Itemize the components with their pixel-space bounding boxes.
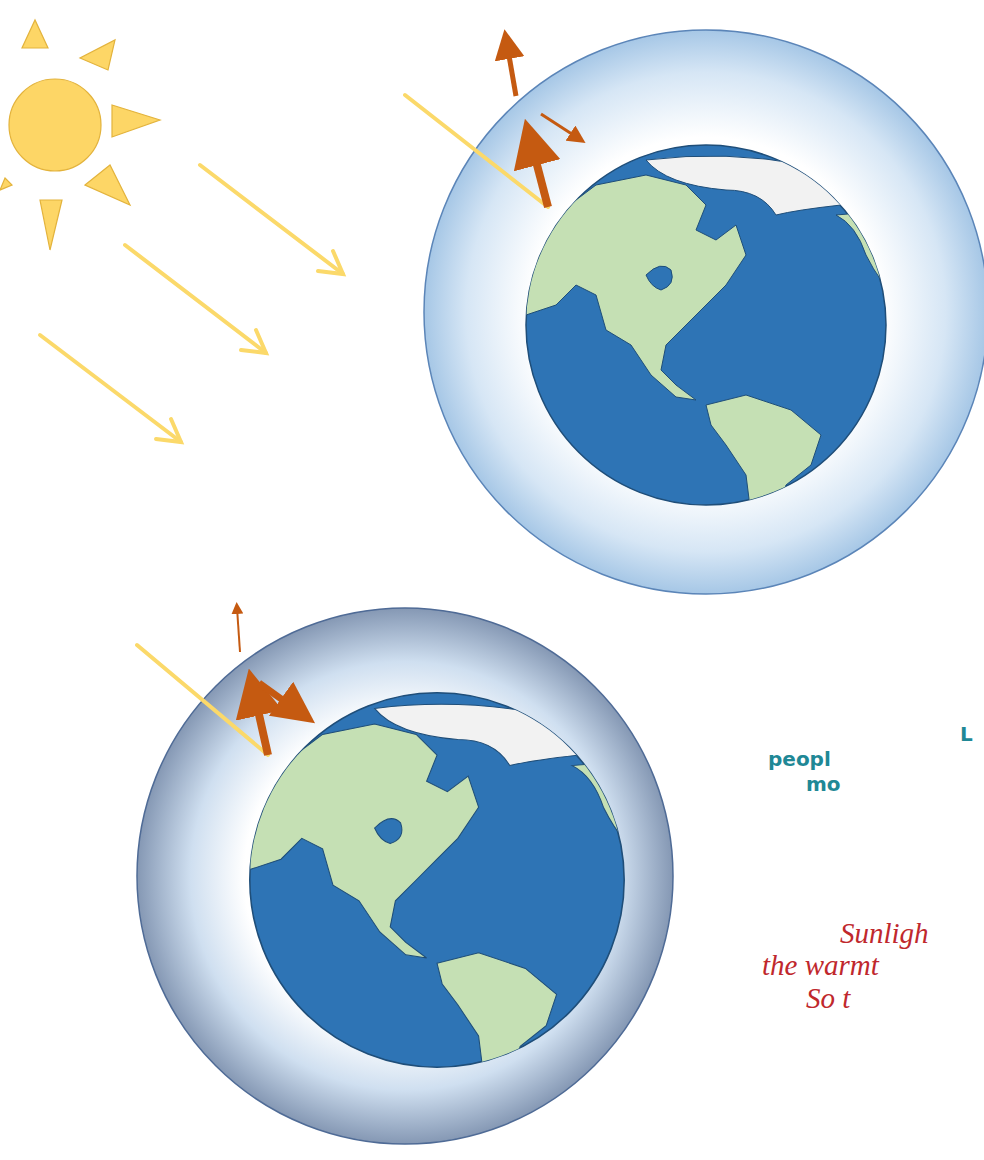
handwritten-note: Sunligh [840, 916, 929, 951]
earth [526, 145, 896, 515]
earth [250, 693, 635, 1078]
heat-arrows [237, 608, 298, 755]
caption-text: peopl [768, 747, 831, 771]
handwritten-note: the warmt [762, 948, 879, 983]
sunlight-ray [405, 95, 548, 207]
thick-atmosphere [137, 608, 673, 1144]
sunlight-ray [137, 645, 268, 755]
atmosphere [424, 30, 984, 594]
caption-text: L [960, 722, 973, 746]
sunlight-arrows [40, 165, 343, 442]
handwritten-note: So t [806, 981, 850, 1016]
heat-arrows [507, 44, 578, 207]
caption-text: mo [806, 772, 841, 796]
sun [0, 20, 160, 250]
